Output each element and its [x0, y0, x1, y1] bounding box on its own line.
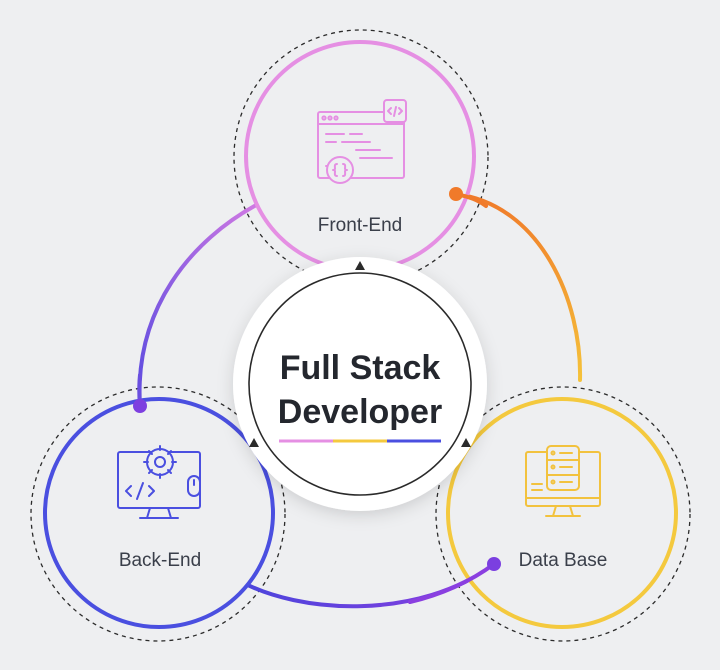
center-title-line2: Developer	[278, 393, 442, 431]
center-circle-shadow	[233, 257, 487, 511]
connector-frontend-database	[454, 192, 583, 382]
connector-dot-backend	[133, 399, 147, 413]
center-marker-left	[249, 438, 259, 447]
backend-dashed-ring	[30, 386, 286, 642]
connector-frontend-backend	[137, 201, 262, 408]
center-title-line1: Full Stack	[280, 349, 441, 387]
database-dashed-ring	[435, 386, 691, 642]
center-circle-ring	[248, 272, 472, 496]
code-editor-window-icon	[317, 99, 407, 184]
backend-circle	[43, 397, 275, 629]
monitor-gear-code-icon	[117, 445, 201, 519]
database-label: Data Base	[519, 550, 608, 571]
frontend-label: Front-End	[318, 215, 402, 236]
backend-label: Back-End	[119, 550, 201, 571]
database-circle	[446, 397, 678, 629]
center-marker-top	[355, 261, 365, 270]
center-marker-right	[461, 438, 471, 447]
connector-dot-frontend	[449, 187, 463, 201]
connector-dot-database	[487, 557, 501, 571]
frontend-dashed-ring	[233, 29, 489, 285]
monitor-database-icon	[525, 445, 601, 517]
